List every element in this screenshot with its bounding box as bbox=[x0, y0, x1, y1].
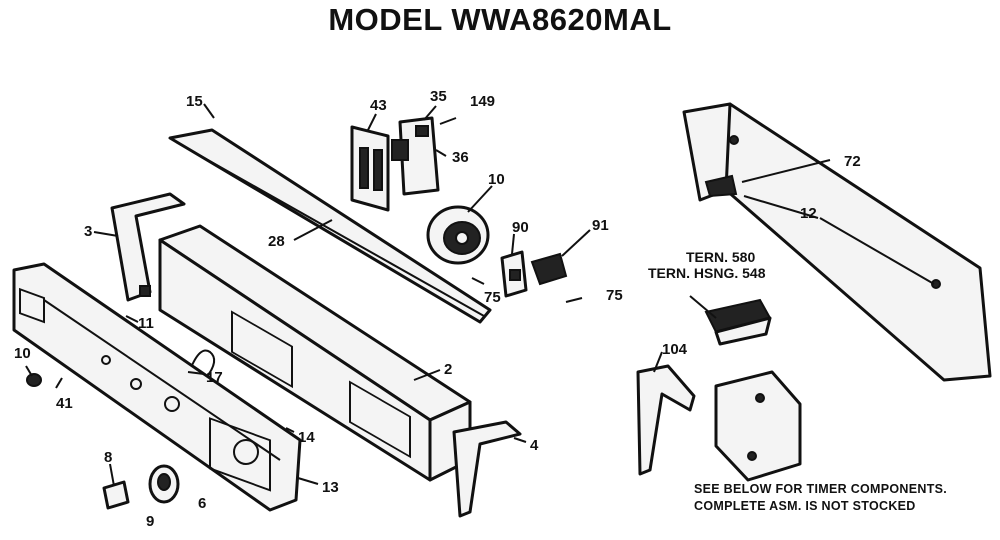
model-title: MODEL WWA8620MAL bbox=[328, 2, 672, 37]
switch-91 bbox=[530, 252, 568, 286]
label-3: 3 bbox=[84, 223, 92, 240]
top-trim-strip bbox=[168, 128, 492, 324]
timer-note-line-2: COMPLETE ASM. IS NOT STOCKED bbox=[694, 499, 916, 513]
label-72: 72 bbox=[844, 153, 861, 170]
label-75-a: 75 bbox=[484, 289, 501, 306]
label-6: 6 bbox=[198, 495, 206, 512]
wire-harness bbox=[189, 349, 216, 379]
label-9: 9 bbox=[146, 513, 154, 530]
front-control-panel bbox=[12, 262, 302, 512]
clip-90 bbox=[500, 250, 528, 298]
timer-bracket bbox=[636, 364, 696, 476]
label-term-580: TERN. 580 bbox=[686, 249, 755, 265]
knob-skirt bbox=[148, 464, 180, 504]
label-17: 17 bbox=[206, 369, 223, 386]
label-13: 13 bbox=[322, 479, 339, 496]
knob-8 bbox=[102, 480, 130, 510]
label-91: 91 bbox=[592, 217, 609, 234]
selector-switch bbox=[391, 116, 440, 196]
label-104: 104 bbox=[662, 341, 688, 358]
label-2: 2 bbox=[444, 361, 452, 378]
label-28: 28 bbox=[268, 233, 285, 250]
left-end-cap bbox=[110, 192, 186, 302]
screw-75-b bbox=[565, 297, 583, 303]
label-35: 35 bbox=[430, 88, 447, 105]
timer-note-line-1: SEE BELOW FOR TIMER COMPONENTS. bbox=[694, 482, 948, 496]
label-10-left: 10 bbox=[14, 345, 31, 362]
label-36: 36 bbox=[452, 149, 469, 166]
screw-75-a bbox=[471, 277, 485, 285]
terminal-block bbox=[704, 298, 772, 346]
label-149: 149 bbox=[470, 93, 495, 110]
label-14: 14 bbox=[298, 429, 315, 446]
label-15: 15 bbox=[186, 93, 203, 110]
leader-lines bbox=[25, 103, 935, 487]
label-10-top: 10 bbox=[488, 171, 505, 188]
label-43: 43 bbox=[370, 97, 387, 114]
label-90: 90 bbox=[512, 219, 529, 236]
right-end-cap bbox=[452, 420, 522, 518]
timer-dial bbox=[426, 205, 490, 265]
label-11: 11 bbox=[138, 315, 154, 332]
screw-149 bbox=[439, 117, 457, 125]
label-75-b: 75 bbox=[606, 287, 623, 304]
label-term-housing: TERN. HSNG. 548 bbox=[648, 265, 766, 281]
small-part-10 bbox=[26, 373, 42, 387]
label-4: 4 bbox=[530, 437, 539, 454]
label-8-top: 8 bbox=[104, 449, 112, 466]
switch-bracket bbox=[350, 125, 390, 212]
label-12: 12 bbox=[800, 205, 817, 222]
label-41: 41 bbox=[56, 395, 73, 412]
timer-box bbox=[714, 370, 802, 482]
